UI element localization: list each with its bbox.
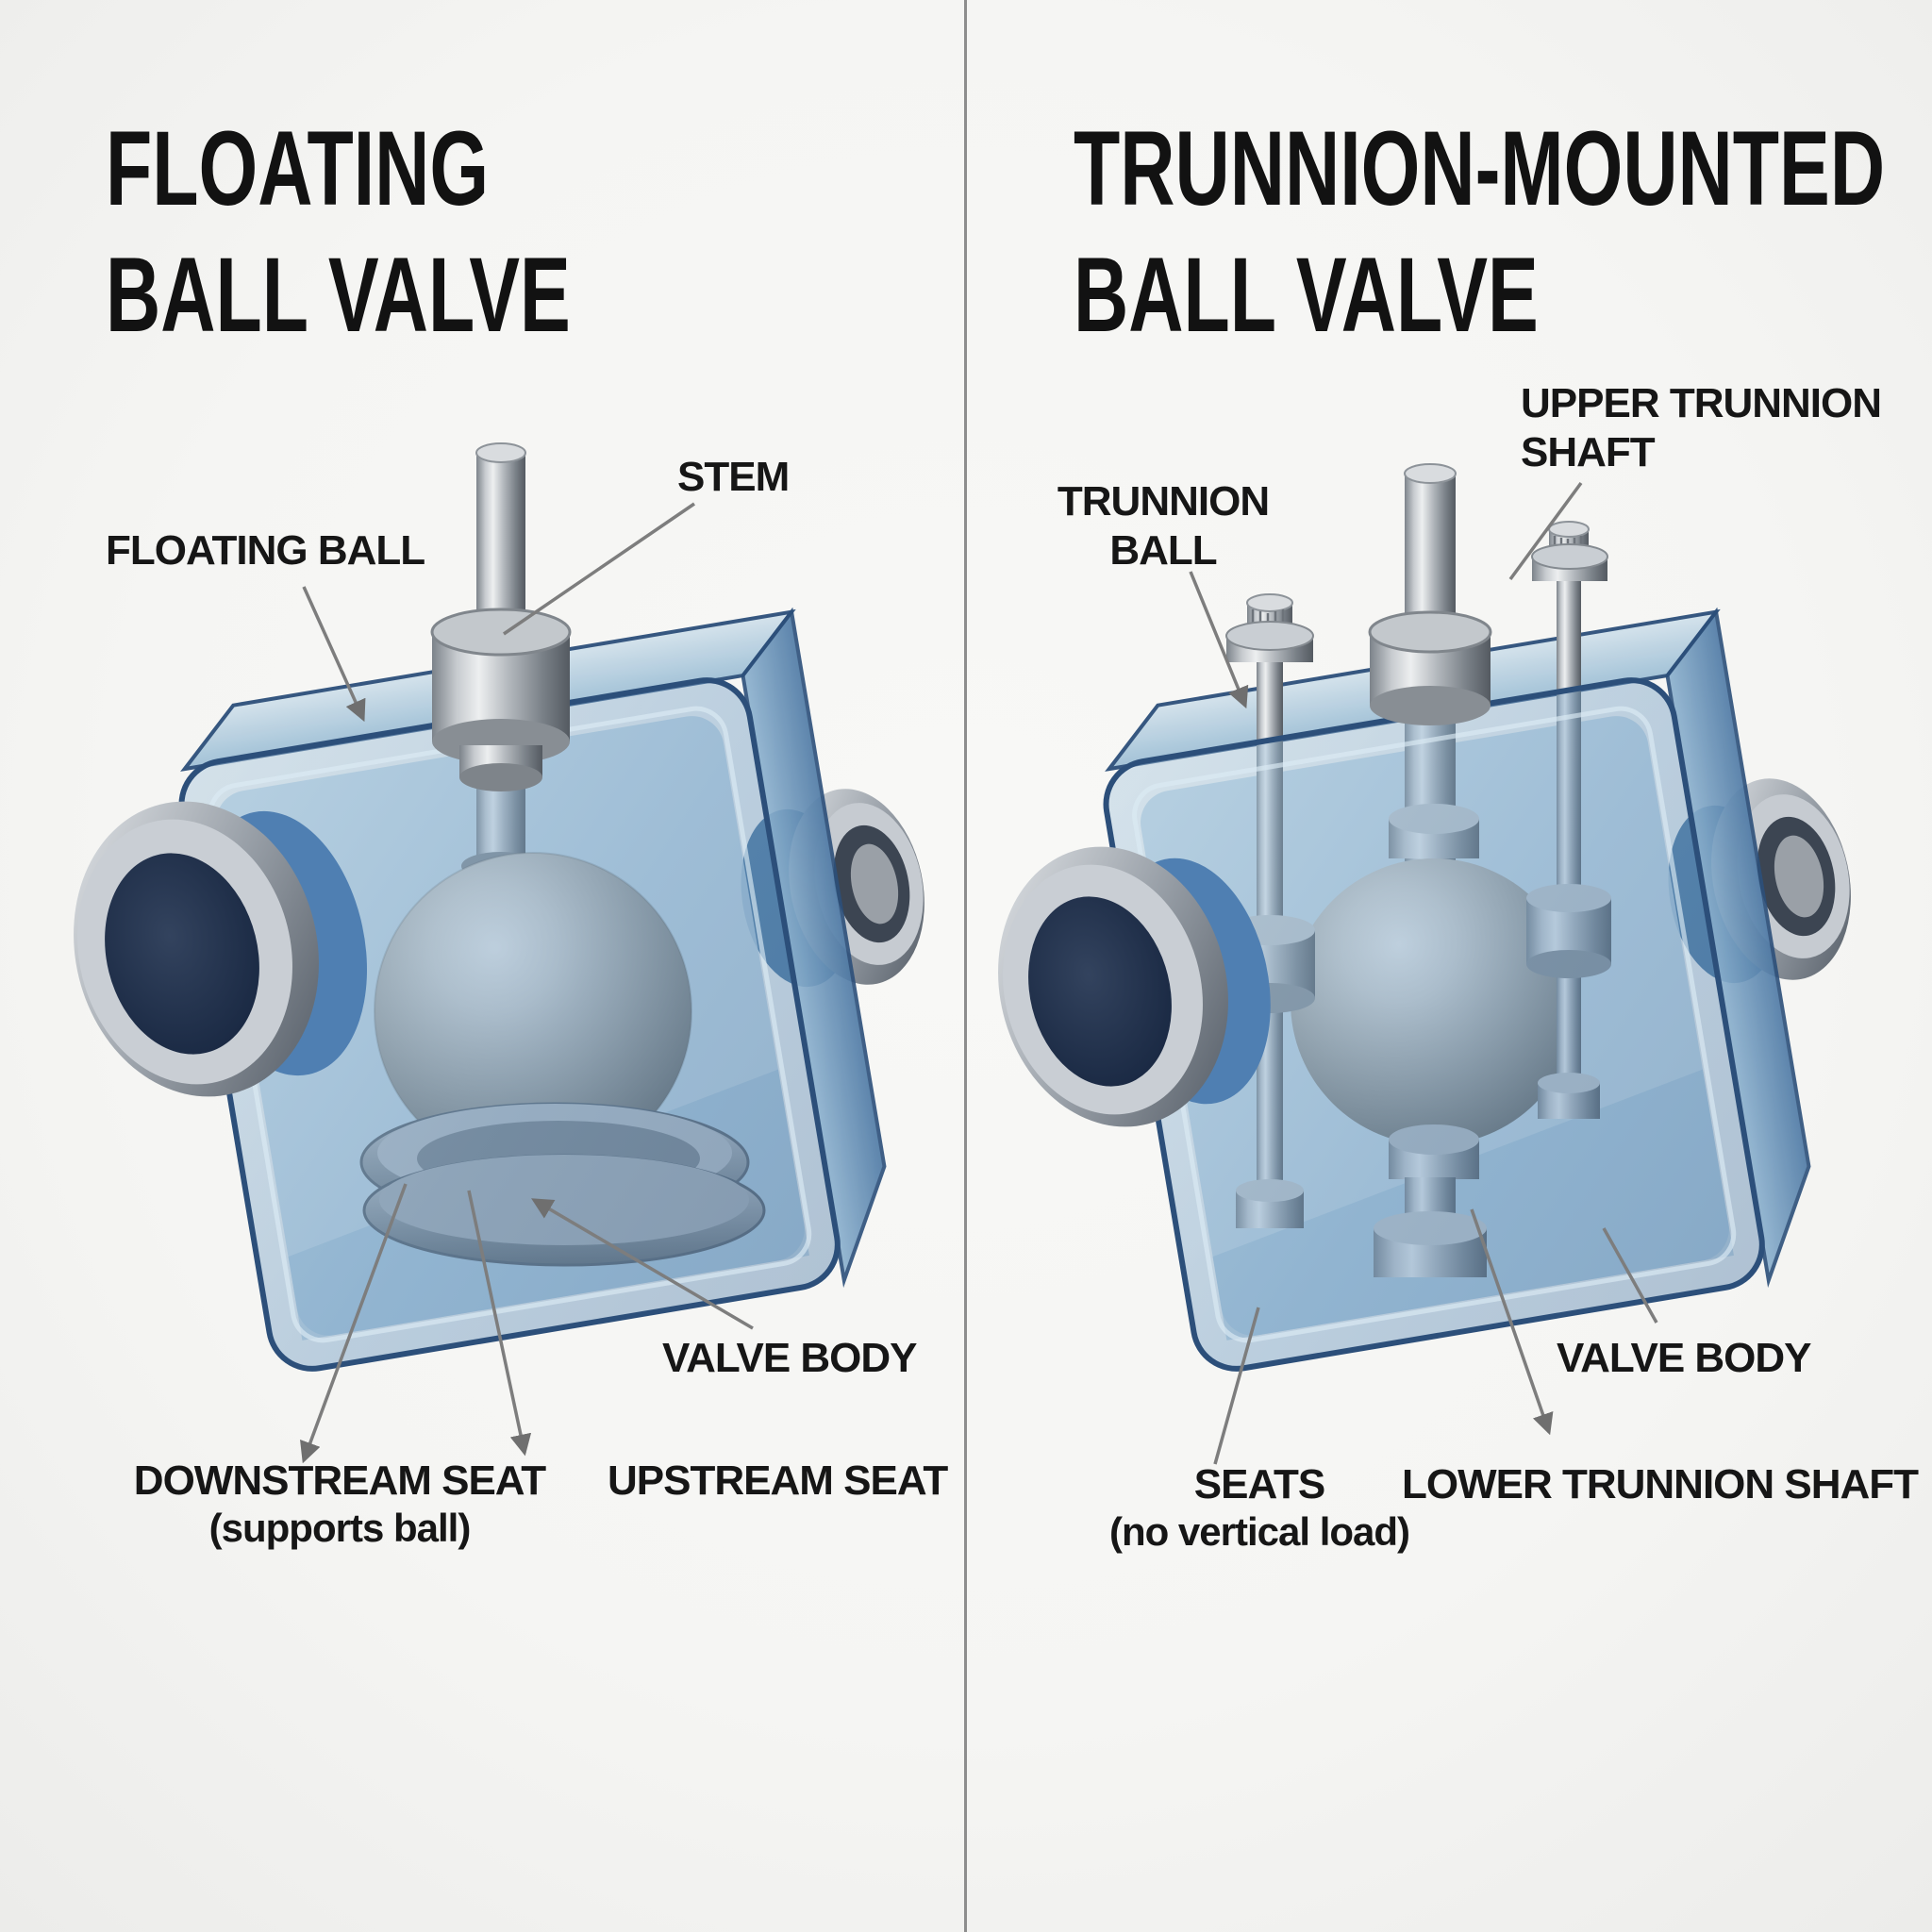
downstream-seat-label: DOWNSTREAM SEAT (supports ball) bbox=[123, 1457, 557, 1551]
upper-trunnion-leader-line bbox=[1508, 481, 1583, 581]
lower-trunnion-shaft-label: LOWER TRUNNION SHAFT bbox=[1402, 1461, 1919, 1507]
valve-body-label-right: VALVE BODY bbox=[1557, 1335, 1812, 1381]
right-title-line1: TRUNNION-MOUNTED bbox=[1074, 109, 1886, 227]
left-title-line1: FLOATING bbox=[106, 109, 490, 227]
floating-ball-label: FLOATING BALL bbox=[106, 527, 425, 574]
valve-body-label-left: VALVE BODY bbox=[662, 1335, 918, 1381]
lower-trunnion-arrow bbox=[1470, 1208, 1554, 1436]
upstream-seat-arrow bbox=[467, 1190, 532, 1457]
trunnion-ball-line1: TRUNNION bbox=[1057, 478, 1270, 525]
seats-label: SEATS (no vertical load) bbox=[1075, 1460, 1443, 1555]
right-title: TRUNNION-MOUNTED BALL VALVE bbox=[1074, 106, 1885, 358]
right-panel-leaders bbox=[1189, 481, 1658, 1465]
upper-trunnion-shaft-assembly bbox=[1368, 463, 1492, 725]
stem-label: STEM bbox=[677, 454, 790, 500]
seats-line1: SEATS bbox=[1193, 1461, 1325, 1507]
floating-ball-valve-illustration bbox=[74, 442, 924, 1464]
left-panel-leaders bbox=[300, 502, 754, 1464]
left-title: FLOATING BALL VALVE bbox=[106, 106, 571, 358]
downstream-seat-line1: DOWNSTREAM SEAT bbox=[133, 1457, 546, 1504]
seats-leader-line bbox=[1213, 1307, 1260, 1465]
trunnion-valve-illustration bbox=[998, 463, 1851, 1465]
floating-ball-arrow bbox=[302, 586, 366, 723]
trunnion-ball-line2: BALL bbox=[1109, 527, 1217, 574]
upper-trunnion-line1: UPPER TRUNNION bbox=[1521, 380, 1882, 426]
upper-trunnion-shaft-label: UPPER TRUNNION SHAFT bbox=[1521, 379, 1882, 477]
right-title-line2: BALL VALVE bbox=[1074, 236, 1539, 354]
valve-body-left-arrow bbox=[531, 1198, 754, 1330]
right-valve-left-port bbox=[998, 846, 1271, 1127]
stem-assembly bbox=[430, 442, 572, 791]
stem-leader-line bbox=[503, 502, 695, 636]
right-tie-rod-cap bbox=[1531, 521, 1608, 581]
trunnion-ball-arrow bbox=[1189, 571, 1249, 709]
left-valve-left-port bbox=[74, 801, 367, 1097]
upper-trunnion-line2: SHAFT bbox=[1521, 429, 1656, 475]
left-tie-rod-cap bbox=[1225, 593, 1314, 662]
upstream-seat-label: UPSTREAM SEAT bbox=[608, 1457, 948, 1504]
downstream-seat-note: (supports ball) bbox=[208, 1506, 472, 1550]
valve-body-right-line bbox=[1602, 1227, 1658, 1324]
trunnion-ball-label: TRUNNION BALL bbox=[1045, 477, 1281, 575]
downstream-seat-arrow bbox=[300, 1183, 408, 1464]
panel-divider bbox=[964, 0, 967, 1932]
left-title-line2: BALL VALVE bbox=[106, 236, 571, 354]
seats-note: (no vertical load) bbox=[1108, 1509, 1410, 1554]
